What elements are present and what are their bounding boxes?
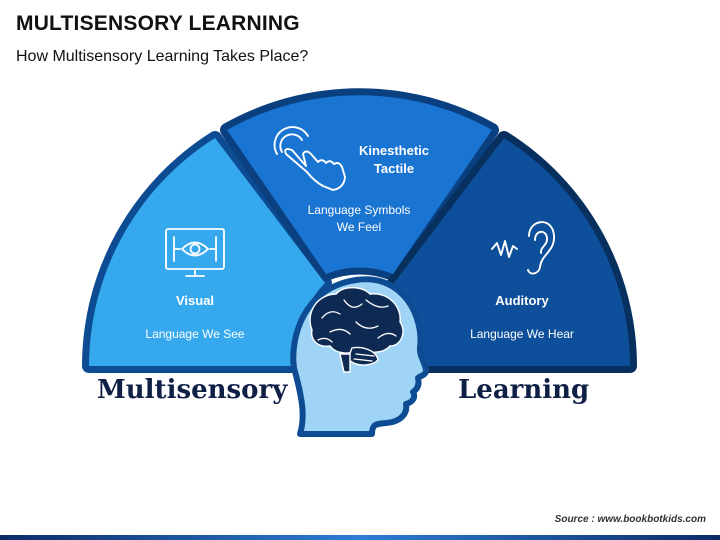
segment-kinesthetic bbox=[227, 95, 492, 274]
kinesthetic-description-line2: We Feel bbox=[337, 220, 381, 234]
segment-visual bbox=[89, 138, 325, 366]
word-learning: Learning bbox=[458, 375, 589, 405]
head-brain-icon bbox=[290, 276, 430, 437]
visual-description: Language We See bbox=[145, 327, 245, 341]
ear-sound-icon bbox=[491, 221, 555, 275]
word-multisensory: Multisensory bbox=[97, 375, 288, 405]
slide-subtitle: How Multisensory Learning Takes Place? bbox=[16, 48, 309, 65]
source-credit: Source : www.bookbotkids.com bbox=[554, 514, 706, 525]
footer-bar bbox=[0, 535, 720, 540]
kinesthetic-description-line1: Language Symbols bbox=[308, 203, 411, 217]
segment-auditory bbox=[394, 138, 630, 366]
slide-title: MULTISENSORY LEARNING bbox=[16, 12, 300, 35]
auditory-title: Auditory bbox=[495, 293, 549, 308]
auditory-description: Language We Hear bbox=[470, 327, 574, 341]
kinesthetic-title-line2: Tactile bbox=[374, 161, 414, 176]
kinesthetic-title-line1: Kinesthetic bbox=[359, 143, 429, 158]
eye-monitor-icon bbox=[165, 228, 225, 277]
visual-title: Visual bbox=[176, 293, 214, 308]
touch-hand-icon bbox=[273, 126, 346, 191]
